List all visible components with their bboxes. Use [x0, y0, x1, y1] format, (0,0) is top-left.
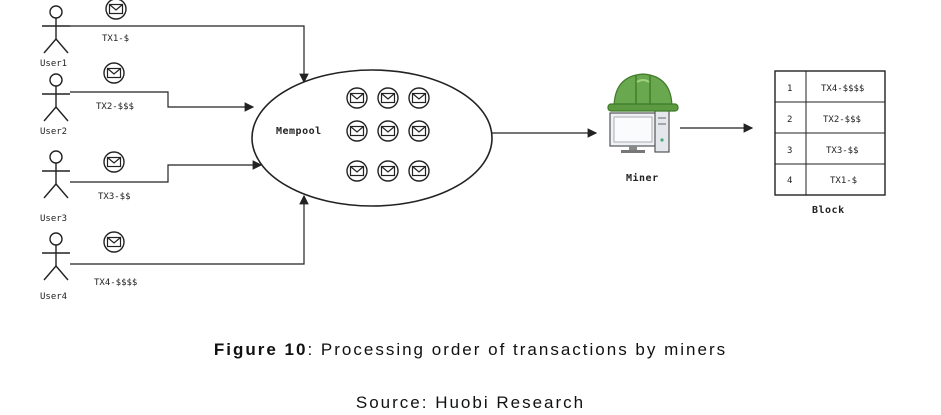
mempool-envelope-icon [377, 87, 399, 109]
source-caption: Source: Huobi Research [355, 393, 586, 412]
user-4-envelope-icon [103, 231, 125, 253]
user-3-label: User3 [40, 214, 67, 224]
user-1-arrow [70, 25, 309, 84]
block: 1 TX4-$$$$ 2 TX2-$$$ 3 TX3-$$ 4 TX1-$ Bl… [774, 70, 886, 216]
mempool-envelope-icon [377, 160, 399, 182]
mempool-envelope-icon [408, 160, 430, 182]
figure-caption-text: : Processing order of transactions by mi… [307, 340, 728, 359]
user-4: User4 TX4-$$$$ [40, 194, 309, 302]
mempool-envelope-icon [408, 120, 430, 142]
block-row-tx: TX3-$$ [826, 146, 859, 156]
user-2-envelope-icon [103, 62, 125, 84]
figure-caption: Figure 10: Processing order of transacti… [0, 340, 941, 360]
block-row-index: 1 [787, 84, 792, 94]
user-4-label: User4 [40, 292, 67, 302]
diagram: User1 TX1-$ User2 TX2-$$$ User3 TX3-$$ U… [40, 0, 886, 302]
mempool-envelope-icon [346, 160, 368, 182]
mempool-envelope-icon [346, 120, 368, 142]
block-label: Block [812, 205, 845, 216]
user-2-label: User2 [40, 127, 67, 137]
mempool-envelope-icon [408, 87, 430, 109]
block-row-tx: TX4-$$$$ [821, 84, 864, 94]
user-1-icon [41, 5, 71, 54]
miner-label: Miner [626, 172, 659, 184]
user-2-tx-label: TX2-$$$ [96, 102, 134, 112]
mempool-ellipse [251, 69, 493, 207]
mempool-envelope-icon [346, 87, 368, 109]
user-3: User3 TX3-$$ [40, 150, 263, 224]
user-3-tx-label: TX3-$$ [98, 192, 131, 202]
block-row-index: 2 [787, 115, 792, 125]
user-2-icon [41, 73, 71, 122]
user-2-arrow [70, 91, 255, 112]
user-1-tx-label: TX1-$ [102, 34, 129, 44]
block-row-index: 3 [787, 146, 792, 156]
block-row-tx: TX1-$ [830, 176, 857, 186]
user-4-arrow [70, 194, 309, 265]
mempool-label: Mempool [276, 126, 322, 137]
user-3-icon [41, 150, 71, 199]
miner: Miner [607, 73, 679, 184]
user-3-arrow [70, 160, 263, 183]
user-1-label: User1 [40, 59, 67, 69]
user-1-envelope-icon [105, 0, 127, 20]
mempool-envelope-icon [377, 120, 399, 142]
user-1: User1 TX1-$ [40, 0, 309, 84]
figure-caption-prefix: Figure 10 [213, 340, 308, 359]
miner-computer-icon [609, 107, 670, 153]
block-row-index: 4 [787, 176, 792, 186]
user-4-icon [41, 232, 71, 281]
user-4-tx-label: TX4-$$$$ [94, 278, 137, 288]
user-3-envelope-icon [103, 151, 125, 173]
user-2: User2 TX2-$$$ [40, 62, 255, 137]
miner-helmet-icon [607, 73, 679, 112]
mempool: Mempool [251, 69, 493, 207]
block-row-tx: TX2-$$$ [823, 115, 861, 125]
